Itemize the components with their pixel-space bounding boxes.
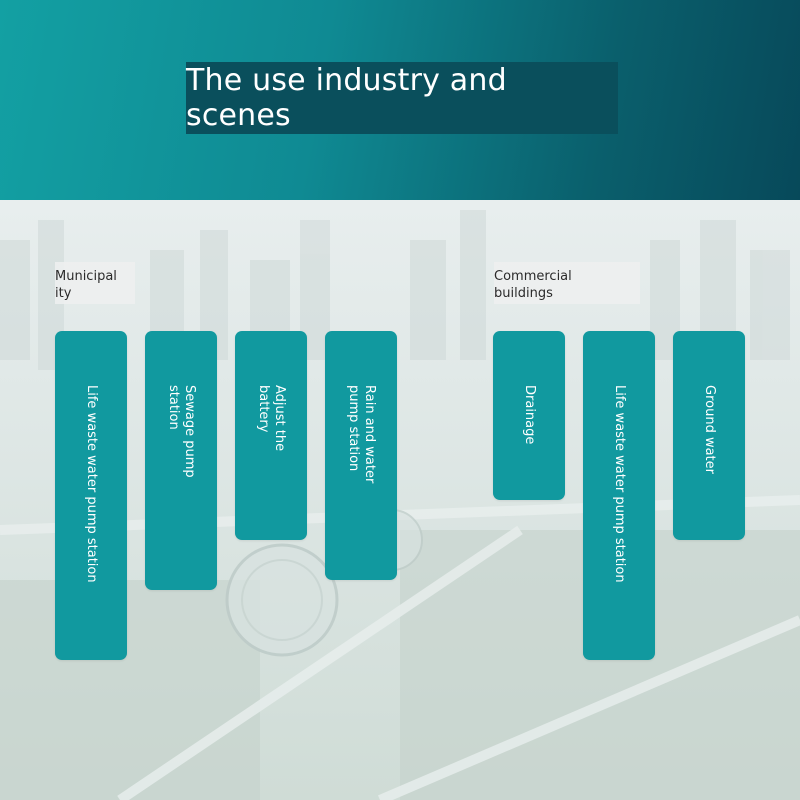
card-rain-and-water-pump-station[interactable]: Rain and water pump station — [325, 331, 397, 580]
card-label: Life waste water pump station — [612, 385, 627, 583]
header-banner: The use industry and scenes — [0, 0, 800, 200]
card-sewage-pump-station[interactable]: Sewage pump station — [145, 331, 217, 590]
card-label: Sewage pump station — [166, 385, 197, 478]
card-label: Adjust the battery — [256, 385, 287, 452]
card-label: Drainage — [522, 385, 537, 445]
page-title: The use industry and scenes — [186, 63, 507, 133]
card-drainage[interactable]: Drainage — [493, 331, 565, 500]
card-label: Life waste water pump station — [84, 385, 99, 583]
card-adjust-the-battery[interactable]: Adjust the battery — [235, 331, 307, 540]
card-label: Rain and water pump station — [346, 385, 377, 484]
card-ground-water[interactable]: Ground water — [673, 331, 745, 540]
category-commercial-buildings-label: Commercial buildings — [494, 262, 640, 304]
category-municipality-label: Municipal ity — [55, 262, 135, 304]
title-box: The use industry and scenes — [186, 62, 618, 134]
city-background-image — [0, 200, 800, 800]
card-label: Ground water — [702, 385, 717, 474]
card-life-waste-water-pump-station[interactable]: Life waste water pump station — [55, 331, 127, 660]
card-life-waste-water-pump-station-2[interactable]: Life waste water pump station — [583, 331, 655, 660]
